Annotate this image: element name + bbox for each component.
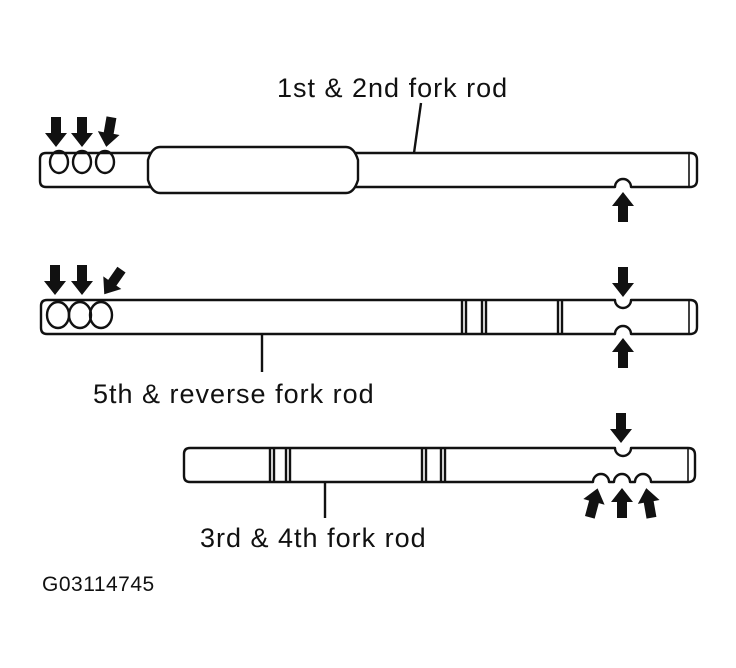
- arrow-icon: [612, 192, 634, 222]
- figure-code: G03114745: [42, 573, 155, 596]
- arrow-icon: [612, 267, 634, 297]
- rod-3rd-4th: 3rd & 4th fork rod: [182, 413, 697, 553]
- detent-groove: [48, 149, 70, 175]
- leader-line: [412, 102, 423, 154]
- label-rod-5th-reverse: 5th & reverse fork rod: [93, 379, 375, 409]
- rod-3rd-4th-body: [182, 446, 697, 484]
- detent-groove: [88, 300, 114, 330]
- arrow-icon: [95, 263, 131, 301]
- arrow-icon: [44, 265, 66, 295]
- arrow-icon: [45, 117, 67, 147]
- arrow-icon: [579, 485, 609, 521]
- rod-1st-2nd: 1st & 2nd fork rod: [38, 73, 699, 222]
- arrow-icon: [95, 115, 123, 149]
- rod-5th-reverse-body: [39, 298, 699, 336]
- label-rod-3rd-4th: 3rd & 4th fork rod: [200, 523, 427, 553]
- arrow-icon: [611, 488, 633, 518]
- arrow-icon: [71, 117, 93, 147]
- rod-1st-2nd-body: [38, 151, 699, 189]
- arrow-icon: [610, 413, 632, 443]
- label-rod-1st-2nd: 1st & 2nd fork rod: [277, 73, 508, 103]
- detent-groove: [71, 149, 93, 175]
- arrow-icon: [612, 338, 634, 368]
- rod-1st-2nd-collar: [146, 145, 360, 195]
- arrow-icon: [635, 486, 663, 520]
- detent-groove: [94, 149, 116, 175]
- rod-5th-reverse: 5th & reverse fork rod: [39, 263, 699, 409]
- arrow-icon: [71, 265, 93, 295]
